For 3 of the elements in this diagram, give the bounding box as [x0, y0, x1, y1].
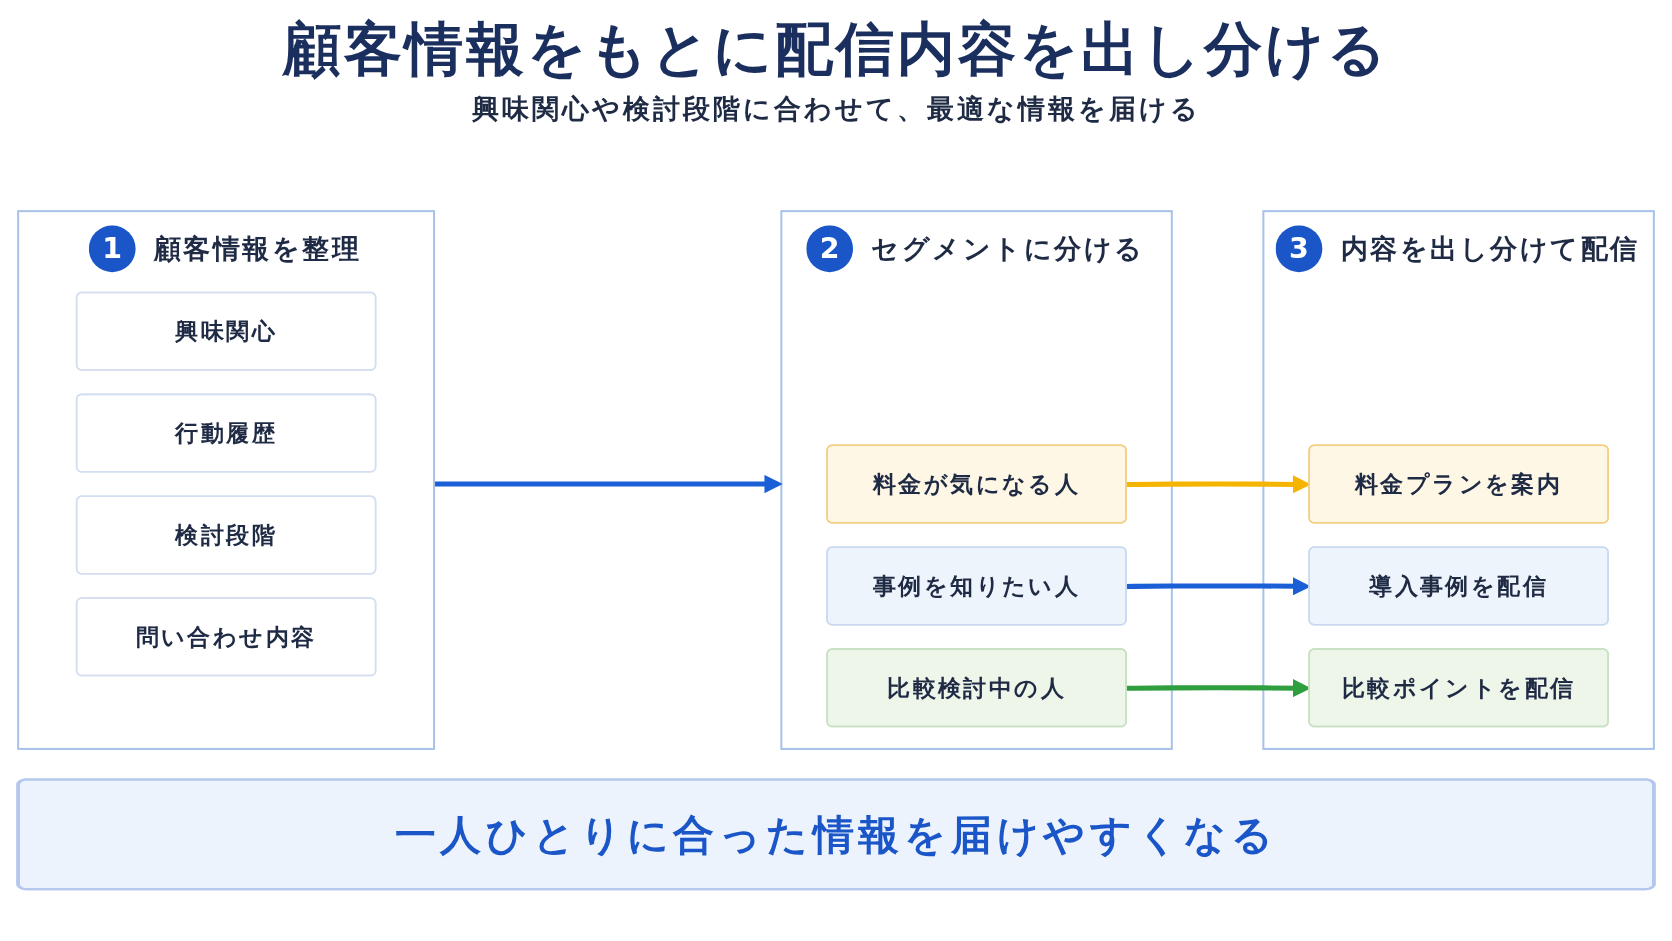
arrow	[434, 474, 783, 493]
title: 顧客情報をもとに配信内容を出し分ける	[283, 14, 1389, 85]
subtitle: 興味関心や検討段階に合わせて、最適な情報を届ける	[471, 92, 1201, 127]
